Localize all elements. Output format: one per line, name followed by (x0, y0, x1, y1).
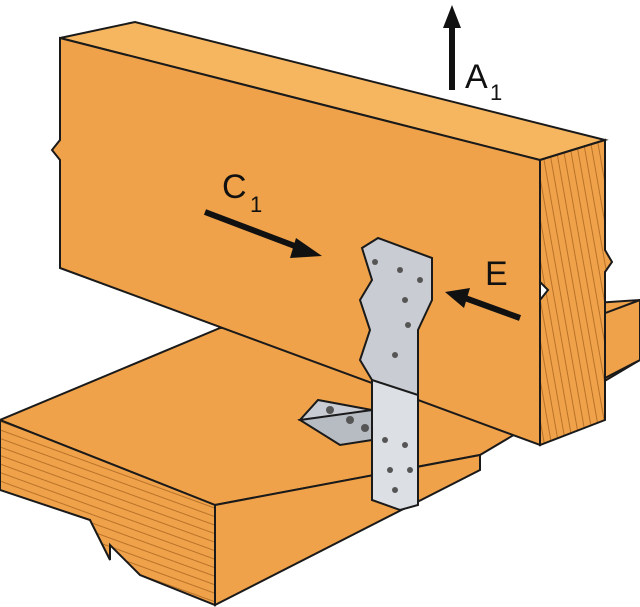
uplift-label: A (465, 58, 488, 96)
connector-seat (297, 408, 373, 447)
metal-connector (297, 236, 433, 512)
uplift-arrow-icon (443, 5, 461, 90)
end-label: E (485, 255, 508, 293)
lateral-arrow-icon (203, 209, 322, 258)
connector-leg (371, 378, 419, 512)
sill-end-face (0, 418, 216, 607)
end-arrow-icon (445, 288, 522, 321)
nail-holes (326, 259, 423, 493)
lateral-label-sub: 1 (250, 192, 262, 217)
lateral-label: C (222, 168, 247, 206)
joist-end-face (539, 138, 614, 447)
uplift-label-sub: 1 (490, 80, 502, 105)
